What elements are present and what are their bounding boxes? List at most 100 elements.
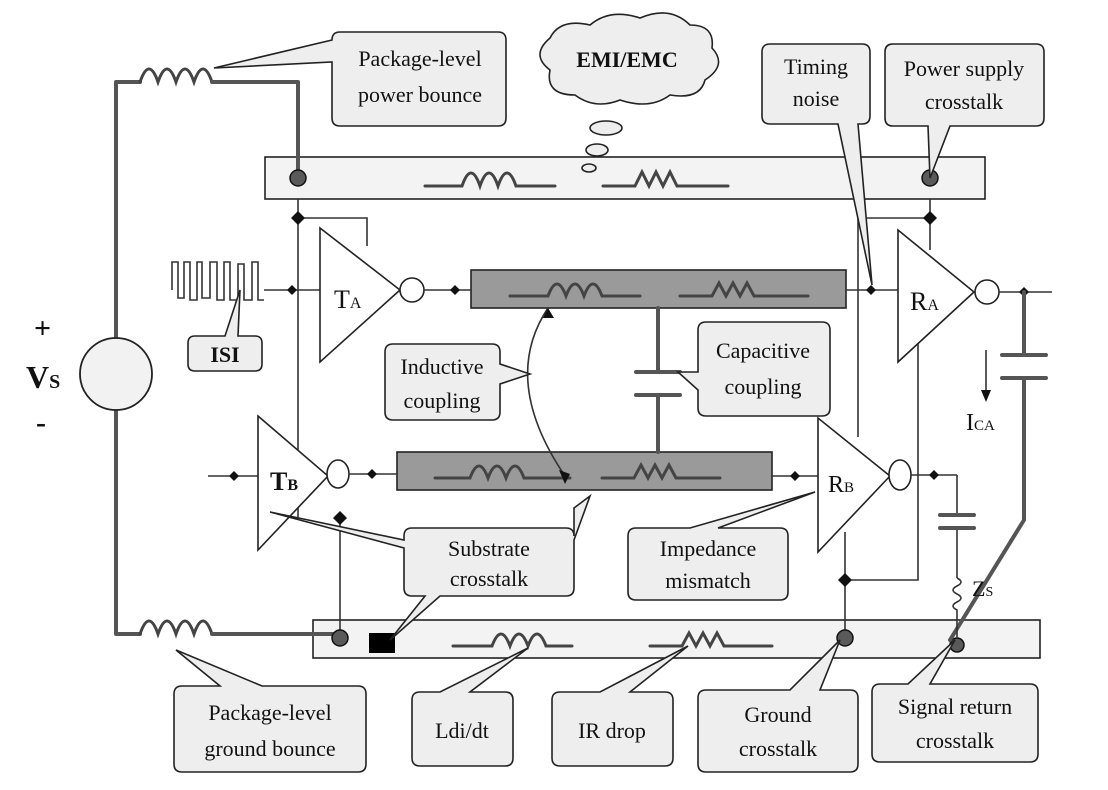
junction-dot — [333, 511, 347, 525]
rb-output-bubble — [888, 459, 912, 491]
driver-tb — [257, 414, 330, 553]
transmission-line-a — [470, 269, 847, 309]
isi-text: ISI — [210, 342, 239, 367]
inductive-arrowhead-top — [543, 308, 554, 318]
ta-label: TA — [334, 285, 362, 314]
ground-crosstalk-line1: Ground — [744, 702, 811, 727]
ra-ground-wire — [845, 342, 919, 581]
ica-label: ICA — [966, 410, 995, 436]
callout-impedance-mismatch: Impedance mismatch — [627, 491, 816, 601]
transmission-line-b — [396, 451, 773, 491]
power-via-left — [289, 169, 307, 187]
ground-via-left — [331, 629, 349, 647]
junction-dot — [838, 573, 852, 587]
power-bus-resistor — [601, 168, 730, 190]
callout-ldi-dt: Ldi/dt — [411, 647, 529, 767]
pkg-power-inductor — [138, 67, 214, 87]
power-supply-crosstalk-line1: Power supply — [904, 56, 1024, 81]
signal-return-wire — [948, 290, 1026, 642]
rb-sub: B — [844, 480, 854, 496]
line-b-inductor — [433, 464, 572, 483]
signal-return-crosstalk-line1: Signal return — [898, 694, 1012, 719]
callout-substrate-crosstalk: Substrate crosstalk — [269, 493, 592, 641]
ground-via-mid — [836, 629, 854, 647]
ta-supply-wire — [298, 217, 368, 246]
timing-noise-line2: noise — [793, 86, 839, 111]
callout-emi-emc: EMI/EMC — [539, 12, 720, 173]
line-a-resistor — [678, 279, 810, 300]
rb-label: RB — [828, 472, 854, 498]
zs-inductor — [952, 577, 962, 638]
power-bus — [264, 156, 986, 200]
ir-drop-text: IR drop — [578, 718, 646, 743]
vs-top-wire — [114, 80, 142, 342]
vs-label: VS — [26, 359, 60, 395]
ground-bus-resistor — [648, 629, 774, 650]
vs-sub: S — [49, 371, 60, 393]
line-a-inductor — [508, 282, 642, 301]
ta-sub: A — [350, 295, 362, 312]
ground-crosstalk-line2: crosstalk — [739, 736, 817, 761]
tb-main: T — [270, 467, 287, 496]
pkg-ground-bounce-line1: Package-level — [208, 700, 331, 725]
junction-dot — [929, 470, 939, 480]
receiver-ra — [897, 228, 976, 364]
ta-output-bubble — [399, 277, 425, 303]
pkg-ground-bounce-line2: ground bounce — [204, 736, 335, 761]
ground-bus-inductor — [451, 632, 574, 651]
junction-dot — [367, 469, 377, 479]
tb-output-bubble — [326, 459, 350, 489]
pkg-power-wire — [210, 80, 300, 177]
impedance-mismatch-line1: Impedance — [660, 536, 757, 561]
inductive-arrowhead — [559, 470, 570, 484]
rb-main: R — [828, 472, 844, 498]
coupling-capacitor — [634, 370, 682, 397]
power-supply-crosstalk-line2: crosstalk — [925, 89, 1003, 114]
ica-arrowhead — [981, 390, 991, 402]
substrate-block — [369, 633, 395, 653]
ica-sub: CA — [974, 418, 995, 434]
vs-minus-sign: - — [36, 406, 46, 439]
ra-output-bubble — [974, 279, 1000, 305]
capacitive-coupling-line2: coupling — [725, 374, 802, 399]
substrate-crosstalk-line2: crosstalk — [450, 566, 528, 591]
substrate-crosstalk-line1: Substrate — [448, 536, 530, 561]
callout-isi: ISI — [187, 289, 263, 372]
pkg-power-bounce-line1: Package-level — [358, 46, 481, 71]
tb-sub: B — [287, 477, 298, 494]
pkg-ground-inductor — [138, 619, 214, 639]
zs-main: Z — [972, 576, 985, 601]
signal-return-crosstalk-line2: crosstalk — [916, 728, 994, 753]
zs-label: ZS — [972, 576, 993, 601]
callout-power-supply-crosstalk: Power supply crosstalk — [884, 43, 1045, 179]
junction-dot — [287, 285, 297, 295]
junction-dot — [291, 211, 305, 225]
vs-bottom-wire — [114, 408, 142, 636]
callout-pkg-ground-bounce: Package-level ground bounce — [173, 649, 367, 773]
zs-sub: S — [985, 585, 993, 600]
vs-main: V — [26, 359, 49, 395]
capacitive-coupling-line1: Capacitive — [716, 338, 810, 363]
junction-dot — [866, 285, 876, 295]
callout-timing-noise: Timing noise — [761, 43, 873, 286]
junction-dot — [229, 471, 239, 481]
tb-label: TB — [270, 467, 298, 496]
inductive-coupling-arrow — [526, 307, 566, 477]
inductive-coupling-line2: coupling — [404, 388, 481, 413]
isi-waveform — [171, 261, 264, 301]
driver-ta — [319, 226, 402, 364]
power-bus-inductor — [423, 171, 557, 191]
inductive-coupling-line1: Inductive — [400, 354, 483, 379]
callout-pkg-power-bounce: Package-level power bounce — [213, 31, 507, 127]
ldi-dt-text: Ldi/dt — [435, 718, 489, 743]
callout-ir-drop: IR drop — [551, 645, 689, 767]
voltage-source — [79, 337, 153, 411]
line-b-resistor — [600, 461, 722, 482]
pkg-power-bounce-line2: power bounce — [358, 82, 482, 107]
vs-plus-sign: + — [34, 312, 51, 345]
callout-signal-return-crosstalk: Signal return crosstalk — [871, 639, 1039, 763]
ica-main: I — [966, 410, 974, 436]
ra-label: RA — [910, 287, 939, 316]
